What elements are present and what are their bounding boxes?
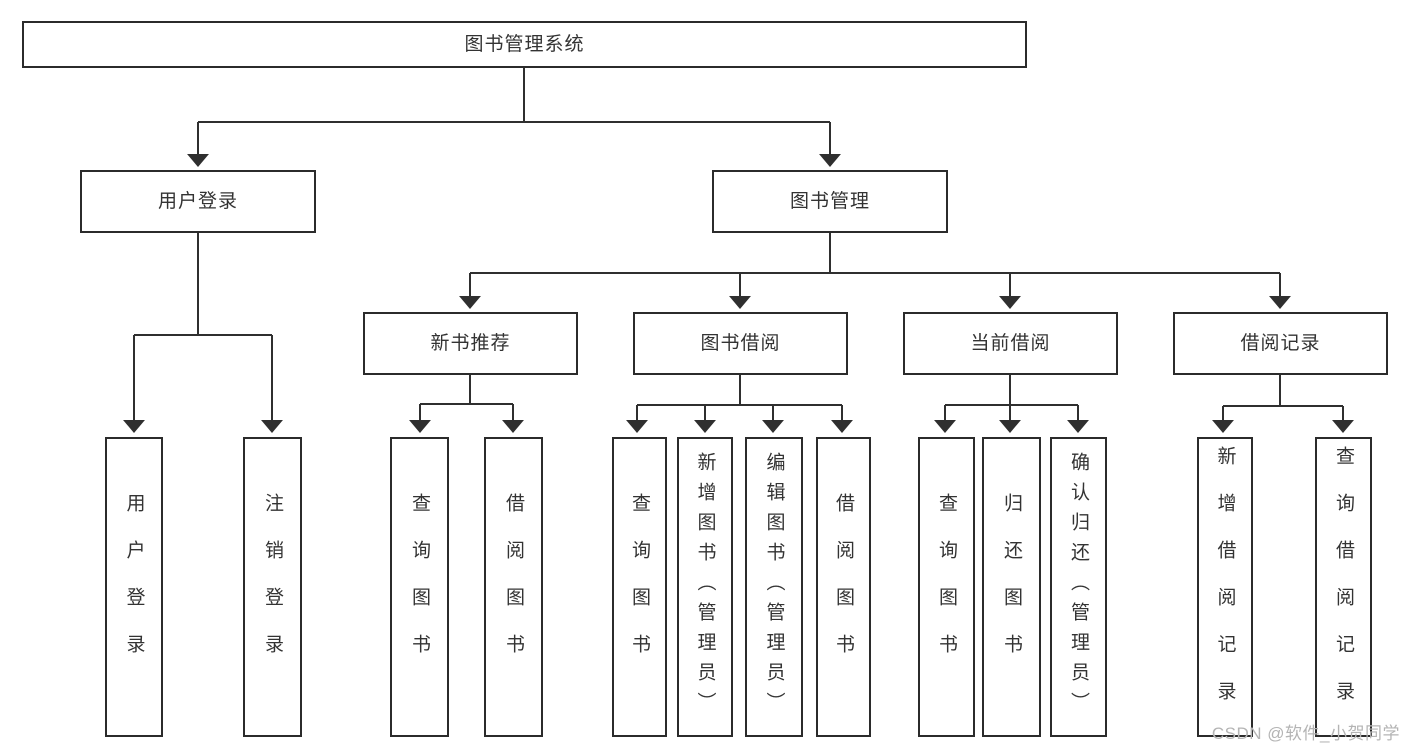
leaf-label: 编辑图书（管理员）: [763, 452, 785, 722]
node-user-login: 用户登录: [80, 170, 316, 233]
leaf-label: 用户登录: [123, 493, 145, 681]
node-label: 新书推荐: [430, 333, 511, 354]
leaf-label: 查询图书: [409, 493, 430, 681]
node-book-borrowing: 图书借阅: [633, 312, 848, 375]
leaf-query-books-recommend: 查询图书: [390, 437, 449, 737]
node-library-management-system: 图书管理系统: [22, 21, 1027, 68]
leaf-label: 借阅图书: [503, 493, 524, 681]
node-label: 当前借阅: [970, 333, 1051, 354]
node-label: 图书管理: [789, 191, 870, 212]
node-current-borrowing: 当前借阅: [903, 312, 1118, 375]
leaf-confirm-return-admin: 确认归还（管理员）: [1050, 437, 1107, 737]
leaf-label: 注销登录: [262, 493, 283, 681]
node-label: 图书借阅: [700, 333, 781, 354]
leaf-label: 确认归还（管理员）: [1068, 452, 1089, 722]
leaf-query-books-borrow: 查询图书: [612, 437, 667, 737]
node-new-book-recommendation: 新书推荐: [363, 312, 578, 375]
leaf-return-books: 归还图书: [982, 437, 1041, 737]
leaf-label: 新增借阅记录: [1214, 446, 1236, 728]
leaf-label: 查询图书: [936, 493, 957, 681]
leaf-logout: 注销登录: [243, 437, 302, 737]
leaf-query-borrow-record: 查询借阅记录: [1315, 437, 1372, 737]
leaf-borrow-books: 借阅图书: [816, 437, 871, 737]
leaf-label: 新增图书（管理员）: [694, 452, 716, 722]
node-label: 借阅记录: [1240, 333, 1321, 354]
node-label: 用户登录: [157, 191, 238, 212]
leaf-user-login: 用户登录: [105, 437, 163, 737]
leaf-add-book-admin: 新增图书（管理员）: [677, 437, 733, 737]
node-book-management: 图书管理: [712, 170, 948, 233]
leaf-label: 查询图书: [629, 493, 650, 681]
leaf-borrow-books-recommend: 借阅图书: [484, 437, 543, 737]
node-label: 图书管理系统: [464, 34, 585, 55]
csdn-watermark: CSDN @软件_小贺同学: [1211, 724, 1400, 743]
leaf-label: 查询借阅记录: [1333, 446, 1354, 728]
leaf-query-books-current: 查询图书: [918, 437, 975, 737]
node-borrowing-records: 借阅记录: [1173, 312, 1388, 375]
leaf-label: 借阅图书: [833, 493, 854, 681]
leaf-edit-book-admin: 编辑图书（管理员）: [745, 437, 803, 737]
leaf-add-borrow-record: 新增借阅记录: [1197, 437, 1253, 737]
leaf-label: 归还图书: [1001, 493, 1022, 681]
